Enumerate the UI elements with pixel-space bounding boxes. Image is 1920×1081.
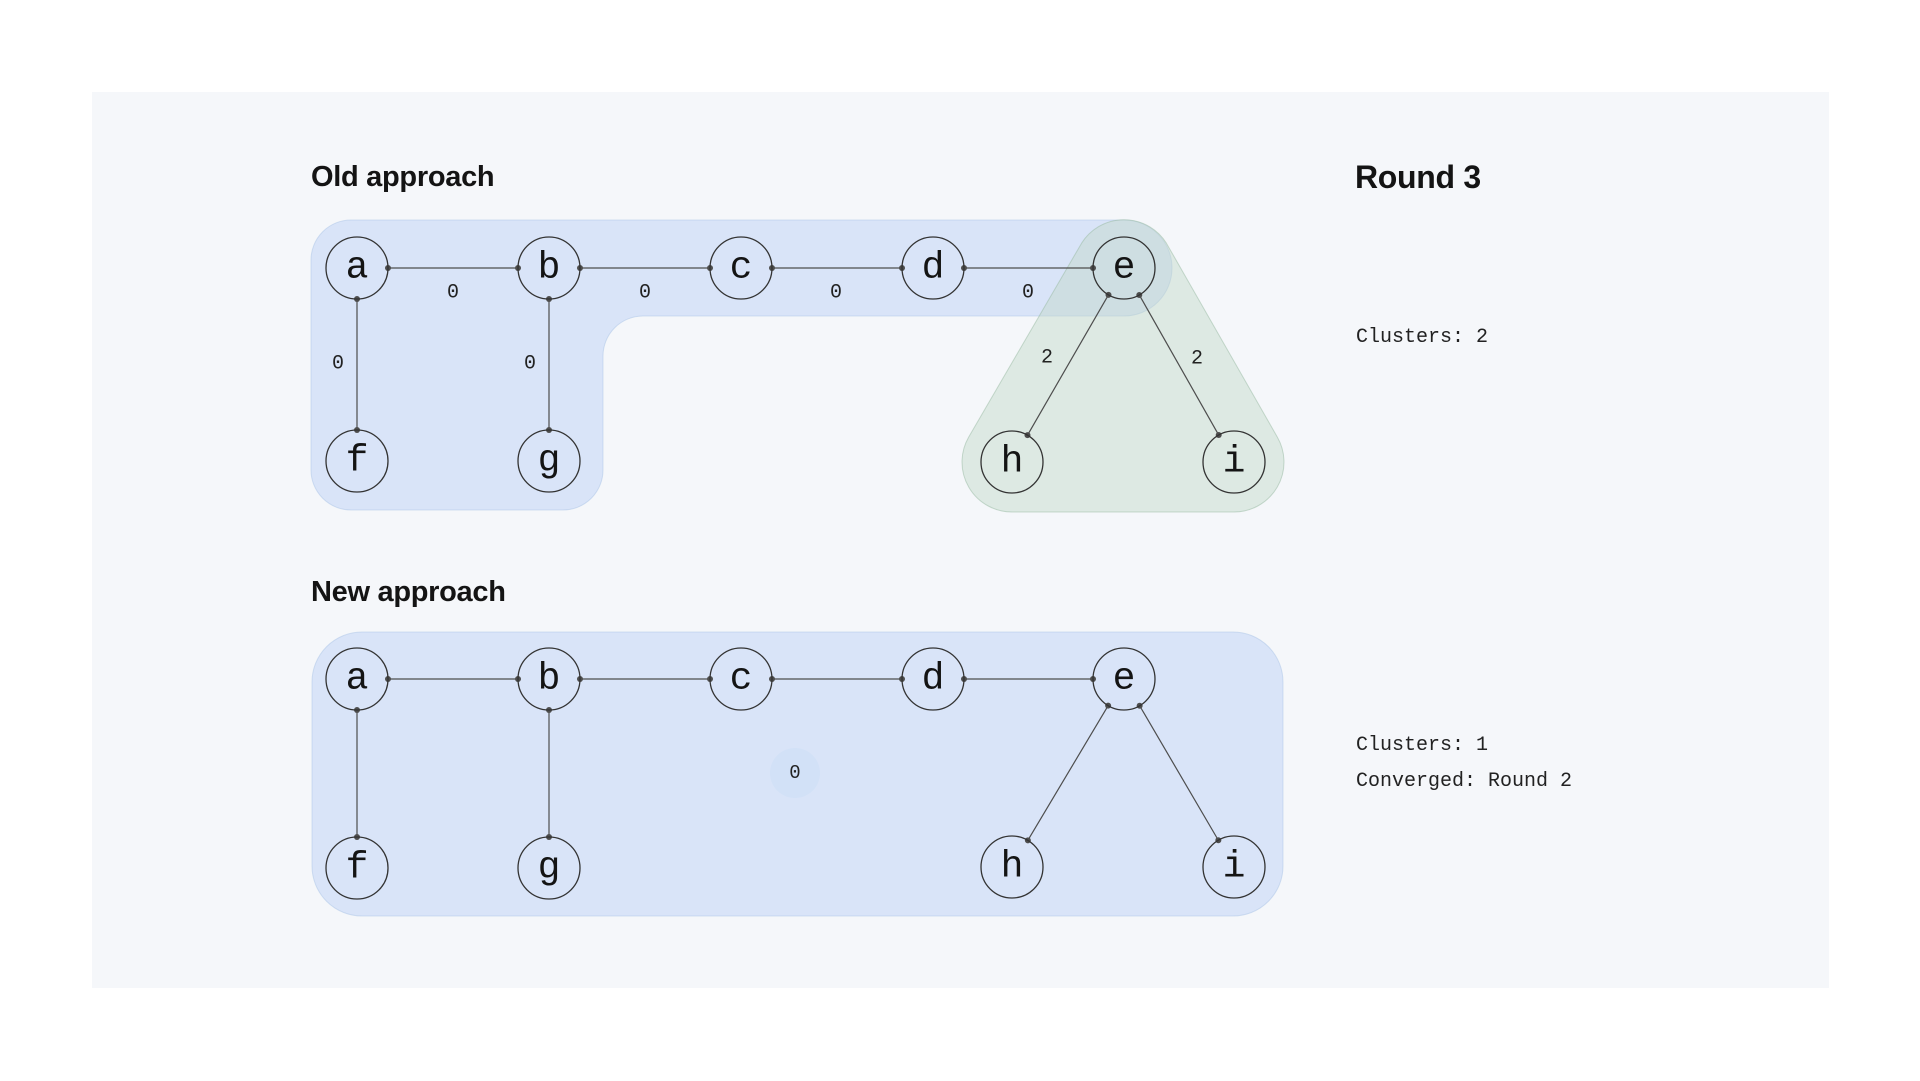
- old-cluster-blob-green: [961, 219, 1285, 513]
- merge-weight-badge: 0: [770, 748, 820, 798]
- new-node-label-g: g: [538, 847, 561, 890]
- old-node-label-b: b: [538, 247, 561, 290]
- new-node-f: [325, 836, 389, 900]
- old-edge-weight-e-i: 2: [1191, 348, 1203, 371]
- old-edge-weight-b-g: 0: [524, 353, 536, 376]
- new-edge-e-h: [1027, 705, 1109, 841]
- new-node-d: [901, 647, 965, 711]
- new-node-label-b: b: [538, 658, 561, 701]
- new-node-e: [1092, 647, 1156, 711]
- old-node-label-h: h: [1001, 441, 1024, 484]
- old-clusters-stat: Clusters: 2: [1356, 326, 1489, 349]
- old-approach-title: Old approach: [311, 161, 495, 193]
- merge-weight-badge-label: 0: [789, 762, 800, 784]
- new-node-c: [709, 647, 773, 711]
- old-edge-weight-d-e: 0: [1022, 282, 1034, 305]
- old-graph: 0 0 0 0 0 0 2 2 a b c d e f g h i: [325, 236, 1266, 494]
- old-edge-e-i: [1138, 294, 1220, 436]
- old-node-label-i: i: [1223, 441, 1246, 484]
- new-node-i: [1202, 835, 1266, 899]
- old-node-g: [517, 429, 581, 493]
- old-node-label-g: g: [538, 440, 561, 483]
- new-graph: a b c d e f g h i: [325, 647, 1266, 900]
- old-node-f: [325, 429, 389, 493]
- new-approach-title: New approach: [311, 576, 506, 608]
- old-node-label-f: f: [346, 440, 369, 483]
- new-node-b: [517, 647, 581, 711]
- old-node-h: [980, 430, 1044, 494]
- old-node-label-e: e: [1113, 247, 1136, 290]
- new-node-label-c: c: [730, 658, 753, 701]
- new-converged-stat: Converged: Round 2: [1356, 770, 1573, 793]
- old-node-c: [709, 236, 773, 300]
- new-node-label-a: a: [346, 658, 369, 701]
- new-node-label-f: f: [346, 847, 369, 890]
- merge-weight-badge-circle: [770, 748, 820, 798]
- old-node-a: [325, 236, 389, 300]
- old-edge-weight-a-b: 0: [447, 282, 459, 305]
- old-edge-weight-a-f: 0: [332, 353, 344, 376]
- new-node-g: [517, 836, 581, 900]
- new-node-label-d: d: [922, 658, 945, 701]
- old-node-b: [517, 236, 581, 300]
- old-edge-weight-b-c: 0: [639, 282, 651, 305]
- round-title: Round 3: [1355, 159, 1481, 195]
- new-node-label-i: i: [1223, 846, 1246, 889]
- new-node-h: [980, 835, 1044, 899]
- old-cluster-blob-blue: [310, 219, 1173, 511]
- new-node-label-e: e: [1113, 658, 1136, 701]
- old-edge-e-h: [1026, 294, 1110, 436]
- old-node-label-a: a: [346, 247, 369, 290]
- new-node-label-h: h: [1001, 846, 1024, 889]
- new-edge-e-i: [1139, 705, 1219, 841]
- old-node-i: [1202, 430, 1266, 494]
- old-node-label-c: c: [730, 247, 753, 290]
- old-node-e: [1092, 236, 1156, 300]
- new-node-a: [325, 647, 389, 711]
- old-node-label-d: d: [922, 247, 945, 290]
- old-node-d: [901, 236, 965, 300]
- old-edge-weight-e-h: 2: [1041, 347, 1053, 370]
- old-edge-weight-c-d: 0: [830, 282, 842, 305]
- new-clusters-stat: Clusters: 1: [1356, 734, 1489, 757]
